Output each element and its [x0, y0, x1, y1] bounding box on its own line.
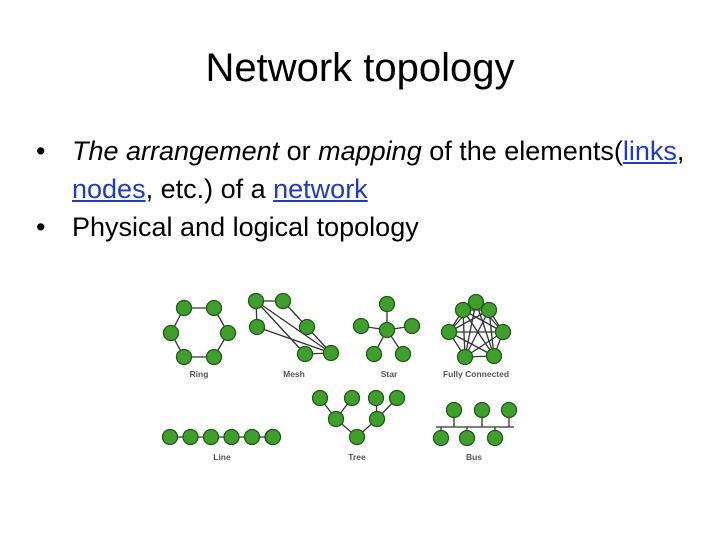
- network-node: [245, 430, 260, 445]
- network-node: [163, 430, 178, 445]
- network-node: [367, 347, 382, 362]
- network-node: [204, 430, 219, 445]
- network-node: [350, 430, 365, 445]
- network-node: [502, 403, 517, 418]
- ring-topology: [164, 301, 236, 365]
- network-node: [447, 403, 462, 418]
- network-node: [496, 325, 511, 340]
- network-node: [221, 326, 236, 341]
- fully-connected-label: Fully Connected: [443, 369, 509, 379]
- network-node: [300, 320, 315, 335]
- fully-connected-topology: [442, 295, 511, 365]
- network-node: [164, 326, 179, 341]
- network-node: [224, 430, 239, 445]
- network-node: [250, 320, 265, 335]
- star-topology: [354, 297, 420, 362]
- network-node: [183, 430, 198, 445]
- network-node: [396, 347, 411, 362]
- ring-label: Ring: [190, 369, 209, 379]
- line-topology: [163, 430, 281, 445]
- network-node: [354, 319, 369, 334]
- network-node: [475, 403, 490, 418]
- network-node: [324, 346, 339, 361]
- network-node: [390, 391, 405, 406]
- network-node: [482, 303, 497, 318]
- network-node: [380, 323, 395, 338]
- star-label: Star: [381, 369, 398, 379]
- network-node: [276, 294, 291, 309]
- network-node: [488, 431, 503, 446]
- network-node: [207, 350, 222, 365]
- network-node: [207, 301, 222, 316]
- network-node: [298, 347, 313, 362]
- network-node: [469, 295, 484, 310]
- tree-topology: [313, 391, 405, 445]
- network-node: [249, 294, 264, 309]
- network-node: [487, 349, 502, 364]
- network-node: [456, 303, 471, 318]
- tree-label: Tree: [348, 452, 366, 462]
- network-node: [177, 350, 192, 365]
- network-node: [434, 431, 449, 446]
- network-node: [345, 391, 360, 406]
- mesh-label: Mesh: [283, 369, 305, 379]
- network-node: [329, 412, 344, 427]
- network-node: [442, 325, 457, 340]
- network-node: [460, 431, 475, 446]
- edge-line: [257, 327, 331, 353]
- network-node: [458, 350, 473, 365]
- bus-topology: [434, 403, 517, 446]
- network-node: [369, 391, 384, 406]
- network-node: [177, 301, 192, 316]
- network-node: [266, 430, 281, 445]
- line-label: Line: [213, 452, 231, 462]
- mesh-topology: [249, 294, 339, 362]
- bus-label: Bus: [466, 452, 482, 462]
- network-node: [313, 391, 328, 406]
- edge-line: [256, 301, 331, 353]
- network-node: [380, 297, 395, 312]
- network-node: [370, 412, 385, 427]
- network-node: [405, 319, 420, 334]
